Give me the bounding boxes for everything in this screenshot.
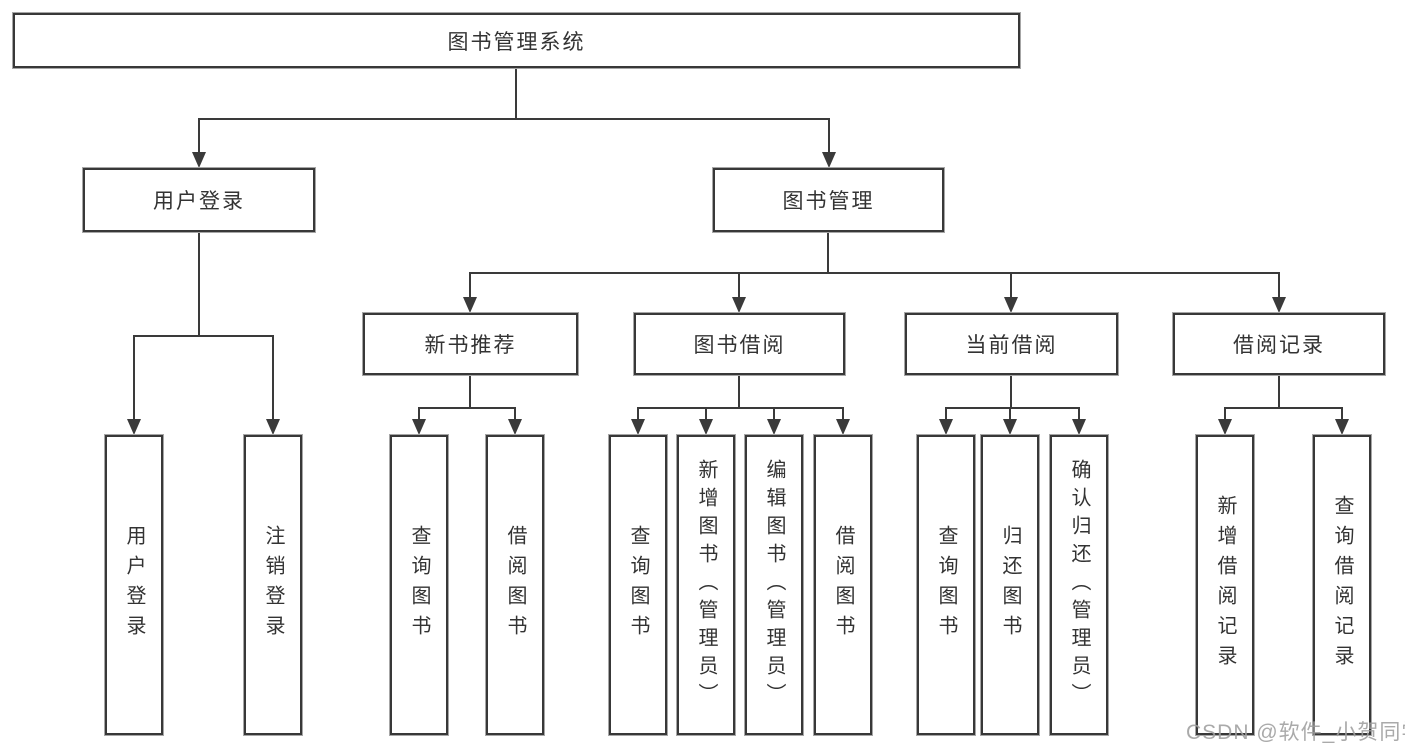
connector-line — [514, 407, 516, 421]
leaf-br-query-record: 查询借阅记录 — [1313, 435, 1371, 735]
node-current-borrowing: 当前借阅 — [905, 313, 1118, 375]
node-book-management: 图书管理 — [713, 168, 944, 232]
connector-line — [198, 118, 200, 156]
connector-line — [1278, 272, 1280, 299]
arrow-down-icon — [192, 152, 206, 168]
connector-line — [828, 118, 830, 156]
connector-line — [945, 407, 947, 421]
node-label: 借阅图书 — [832, 525, 854, 645]
arrow-down-icon — [1218, 419, 1232, 435]
leaf-user-login: 用户登录 — [105, 435, 163, 735]
connector-line — [133, 335, 135, 421]
connector-line — [469, 272, 471, 299]
arrow-down-icon — [836, 419, 850, 435]
node-label: 用户登录 — [153, 190, 245, 213]
connector-line — [738, 375, 740, 409]
arrow-down-icon — [463, 297, 477, 313]
connector-line — [945, 407, 1080, 409]
leaf-rec-borrow-books: 借阅图书 — [486, 435, 544, 735]
arrow-down-icon — [1335, 419, 1349, 435]
arrow-down-icon — [822, 152, 836, 168]
arrow-down-icon — [1004, 297, 1018, 313]
connector-line — [773, 407, 775, 421]
node-label: 用户登录 — [123, 525, 145, 645]
node-label: 新增借阅记录 — [1214, 495, 1236, 675]
arrow-down-icon — [127, 419, 141, 435]
node-label: 注销登录 — [262, 525, 284, 645]
arrow-down-icon — [1003, 419, 1017, 435]
arrow-down-icon — [1272, 297, 1286, 313]
connector-line — [1341, 407, 1343, 421]
connector-line — [1278, 375, 1280, 409]
connector-line — [1078, 407, 1080, 421]
connector-line — [272, 335, 274, 421]
node-label: 归还图书 — [999, 525, 1021, 645]
connector-line — [1224, 407, 1343, 409]
node-label: 图书借阅 — [693, 334, 786, 357]
node-label: 图书管理 — [782, 190, 875, 213]
node-label: 编辑图书（管理员） — [763, 459, 785, 711]
connector-line — [1224, 407, 1226, 421]
leaf-cb-query-books: 查询图书 — [917, 435, 975, 735]
connector-line — [738, 272, 740, 299]
node-label: 查询图书 — [627, 525, 649, 645]
connector-line — [827, 232, 829, 274]
connector-line — [469, 375, 471, 409]
arrow-down-icon — [508, 419, 522, 435]
connector-line — [637, 407, 844, 409]
node-label: 图书管理系统 — [447, 30, 586, 54]
leaf-bb-query-books: 查询图书 — [609, 435, 667, 735]
connector-line — [637, 407, 639, 421]
connector-line — [842, 407, 844, 421]
arrow-down-icon — [767, 419, 781, 435]
connector-line — [133, 335, 274, 337]
leaf-bb-edit-books-admin: 编辑图书（管理员） — [745, 435, 803, 735]
leaf-cb-confirm-return-admin: 确认归还（管理员） — [1050, 435, 1108, 735]
node-label: 借阅记录 — [1233, 334, 1325, 357]
csdn-watermark: CSDN @软件_小贺同学 — [1186, 721, 1405, 744]
leaf-bb-borrow-books: 借阅图书 — [814, 435, 872, 735]
arrow-down-icon — [266, 419, 280, 435]
node-label: 新增图书（管理员） — [695, 459, 717, 711]
arrow-down-icon — [699, 419, 713, 435]
connector-line — [1009, 407, 1011, 421]
node-label: 当前借阅 — [965, 334, 1058, 357]
connector-line — [1010, 375, 1012, 409]
connector-line — [469, 272, 1280, 274]
node-book-management-system: 图书管理系统 — [13, 13, 1020, 68]
connector-line — [1010, 272, 1012, 299]
arrow-down-icon — [412, 419, 426, 435]
connector-line — [198, 232, 200, 335]
node-book-borrowing: 图书借阅 — [634, 313, 845, 375]
leaf-logout: 注销登录 — [244, 435, 302, 735]
node-label: 查询图书 — [408, 525, 430, 645]
leaf-cb-return-books: 归还图书 — [981, 435, 1039, 735]
connector-line — [418, 407, 516, 409]
leaf-rec-query-books: 查询图书 — [390, 435, 448, 735]
node-label: 查询借阅记录 — [1331, 495, 1353, 675]
leaf-br-add-record: 新增借阅记录 — [1196, 435, 1254, 735]
arrow-down-icon — [1072, 419, 1086, 435]
connector-line — [198, 118, 830, 120]
arrow-down-icon — [732, 297, 746, 313]
connector-line — [515, 68, 517, 120]
connector-line — [705, 407, 707, 421]
connector-line — [418, 407, 420, 421]
node-label: 借阅图书 — [504, 525, 526, 645]
node-borrowing-records: 借阅记录 — [1173, 313, 1385, 375]
node-new-book-recommendation: 新书推荐 — [363, 313, 578, 375]
arrow-down-icon — [939, 419, 953, 435]
node-user-login: 用户登录 — [83, 168, 315, 232]
leaf-bb-add-books-admin: 新增图书（管理员） — [677, 435, 735, 735]
arrow-down-icon — [631, 419, 645, 435]
node-label: 查询图书 — [935, 525, 957, 645]
node-label: 确认归还（管理员） — [1068, 459, 1090, 711]
node-label: 新书推荐 — [424, 334, 517, 357]
